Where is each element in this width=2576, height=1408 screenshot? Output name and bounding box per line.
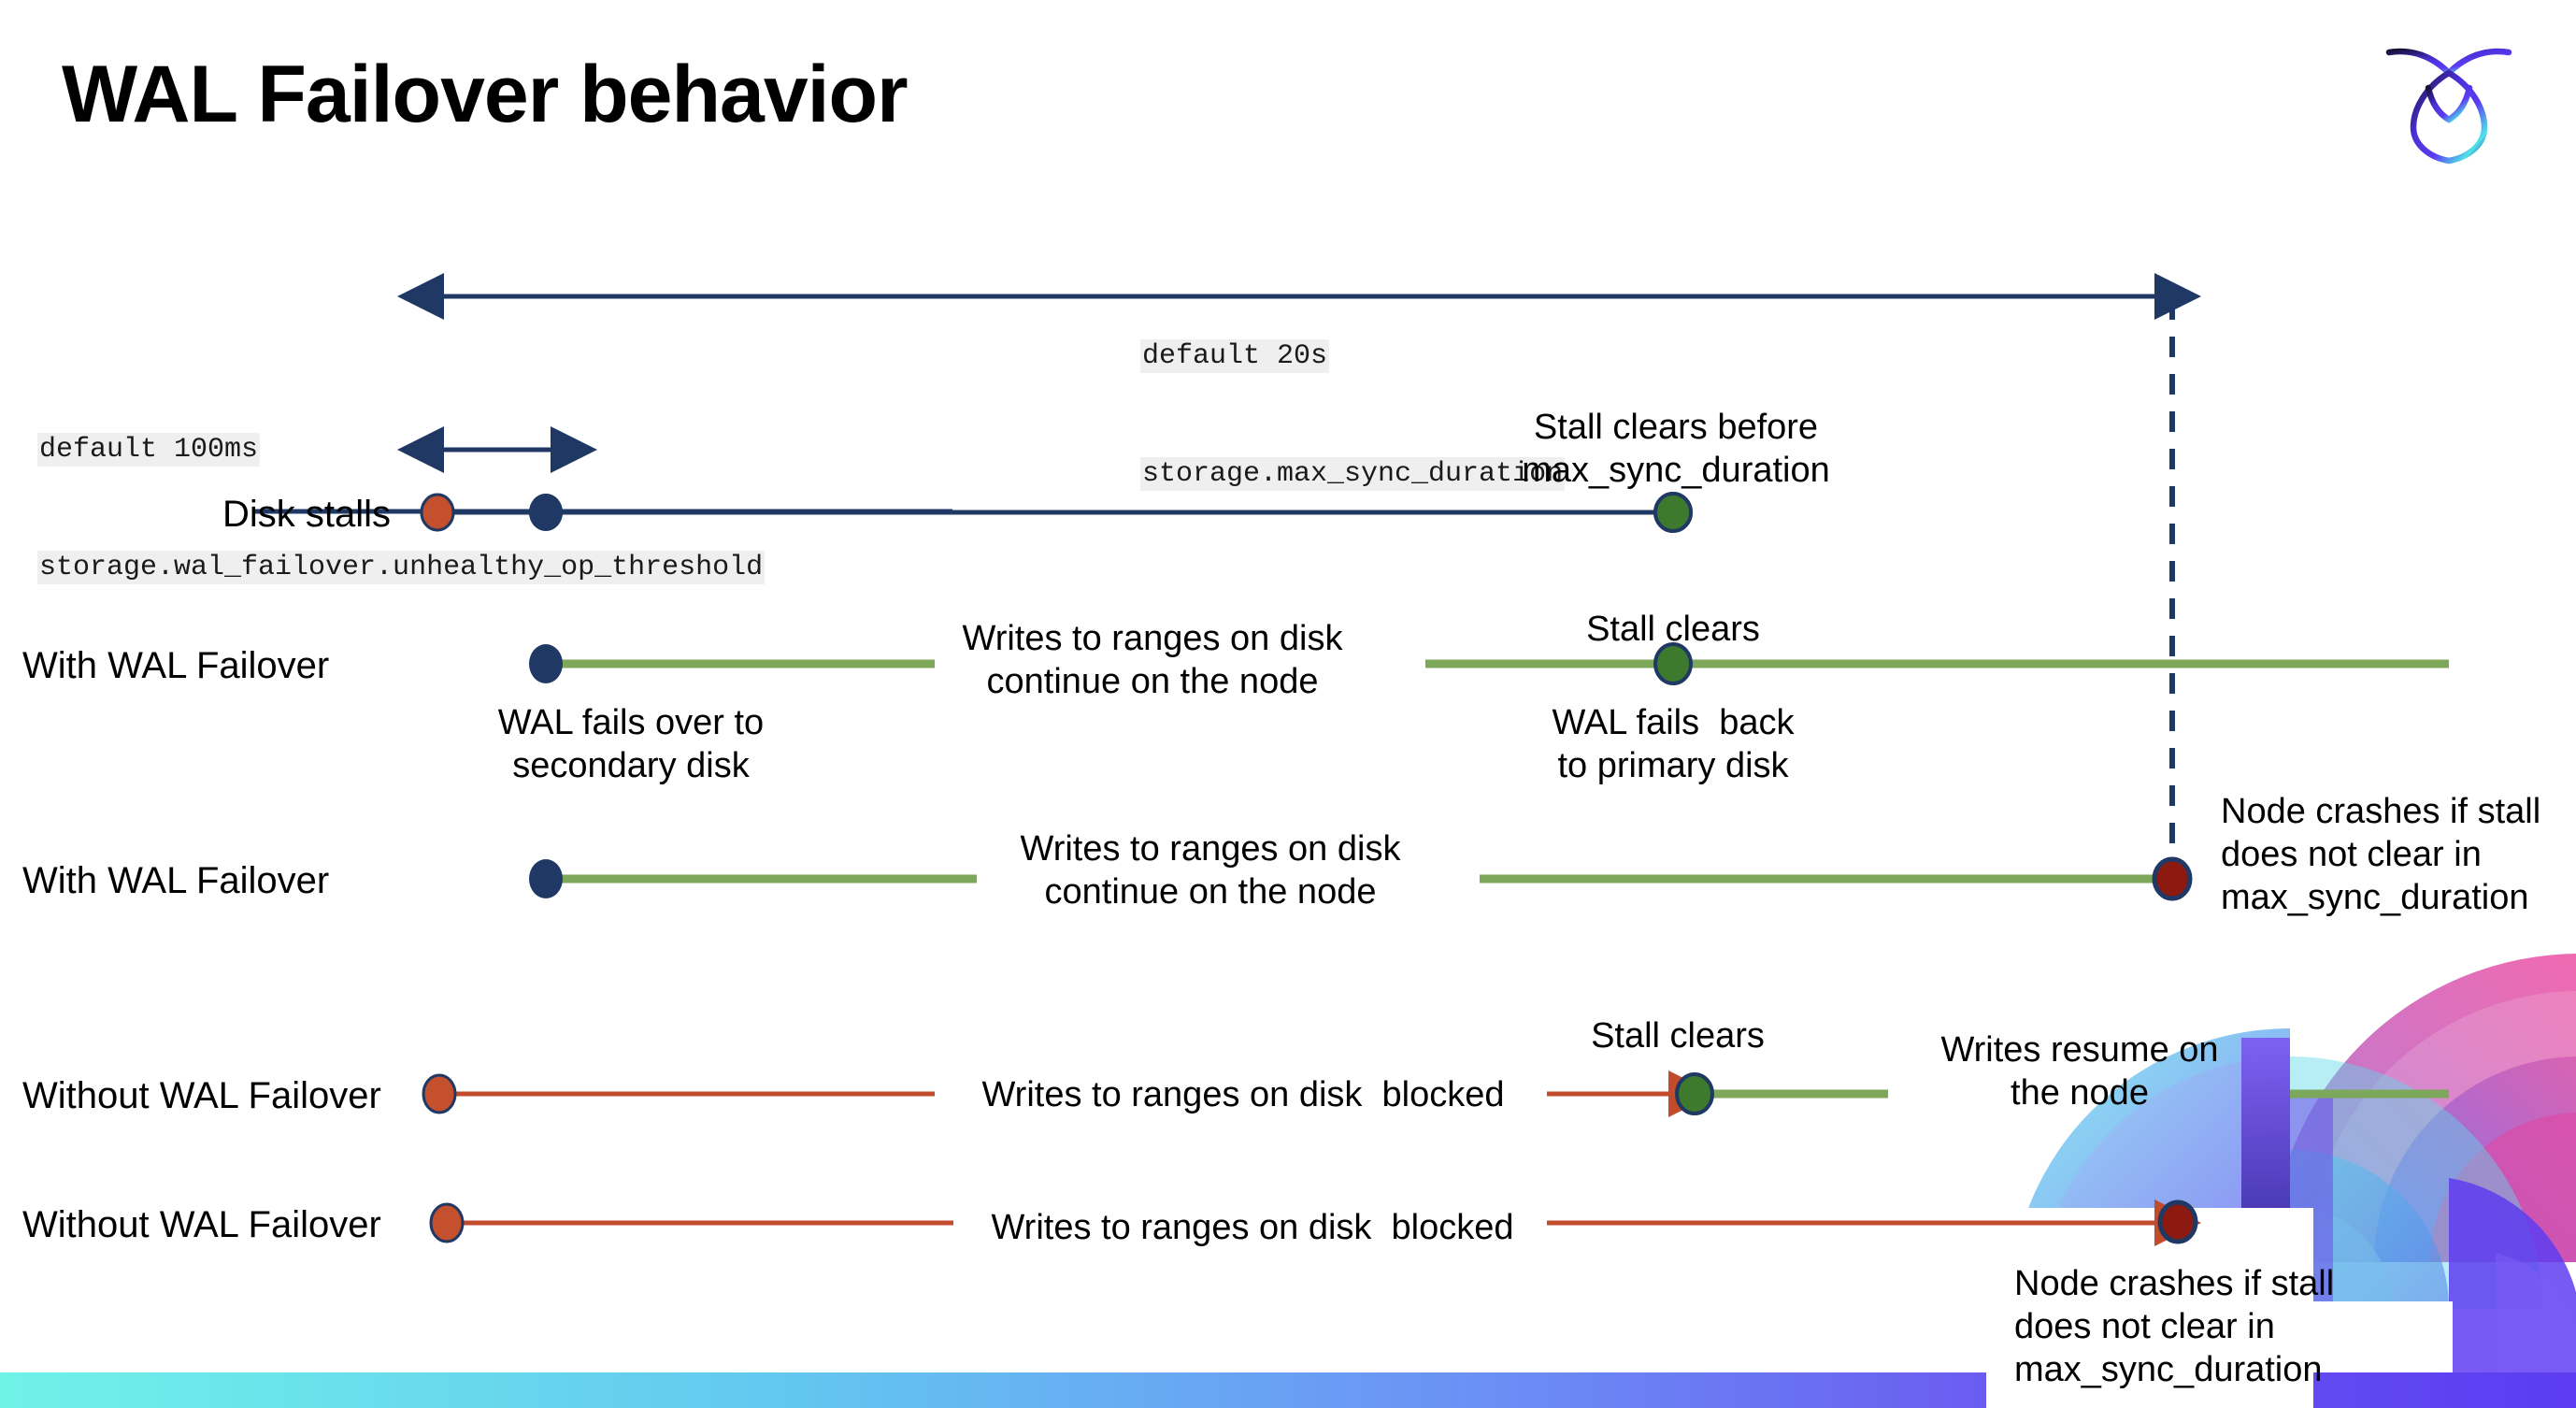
crash-note-white-panel [1986,1208,2313,1408]
unhealthy-setting-label: storage.wal_failover.unhealthy_op_thresh… [37,551,766,584]
row-label-without-wal-failover-1: Without WAL Failover [22,1075,381,1116]
row-label-with-wal-failover-2: With WAL Failover [22,860,330,901]
max-sync-duration-annotation: default 20s storage.max_sync_duration [1140,258,1566,572]
row3-track [529,856,2193,901]
note-stall-clears-row1: Stall clears [1586,610,1760,649]
unhealthy-default-label: default 100ms [37,433,261,467]
note-stall-clears-before-max-sync: Stall clears before max_sync_duration [1522,408,1830,490]
max-sync-default-label: default 20s [1140,339,1330,373]
note-writes-continue-row2: Writes to ranges on disk continue on the… [1020,829,1401,912]
cockroachdb-logo [2374,28,2524,168]
row-label-with-wal-failover-1: With WAL Failover [22,645,330,686]
max-sync-setting-label: storage.max_sync_duration [1140,457,1566,491]
note-writes-resume: Writes resume on the node [1940,1030,2219,1113]
note-wal-fails-over: WAL fails over to secondary disk [497,703,765,785]
note-node-crashes-row2: Node crashes if stall does not clear in … [2221,792,2541,917]
row5-track [429,1200,2201,1246]
row2-track [529,642,2449,685]
row-label-disk-stalls: Disk stalls [222,494,392,535]
note-writes-continue-row1: Writes to ranges on disk continue on the… [962,619,1343,701]
unhealthy-op-threshold-annotation: default 100ms storage.wal_failover.unhea… [37,352,766,666]
note-stall-clears-row3: Stall clears [1591,1016,1765,1056]
note-wal-fails-back: WAL fails back to primary disk [1552,703,1795,785]
row4-track [422,1070,2449,1117]
note-writes-blocked-row3: Writes to ranges on disk blocked [981,1075,1505,1114]
page-title: WAL Failover behavior [62,50,909,139]
note-writes-blocked-row4: Writes to ranges on disk blocked [991,1208,1514,1247]
row-label-without-wal-failover-2: Without WAL Failover [22,1204,381,1245]
note-node-crashes-row4: Node crashes if stall does not clear in … [2014,1264,2335,1389]
